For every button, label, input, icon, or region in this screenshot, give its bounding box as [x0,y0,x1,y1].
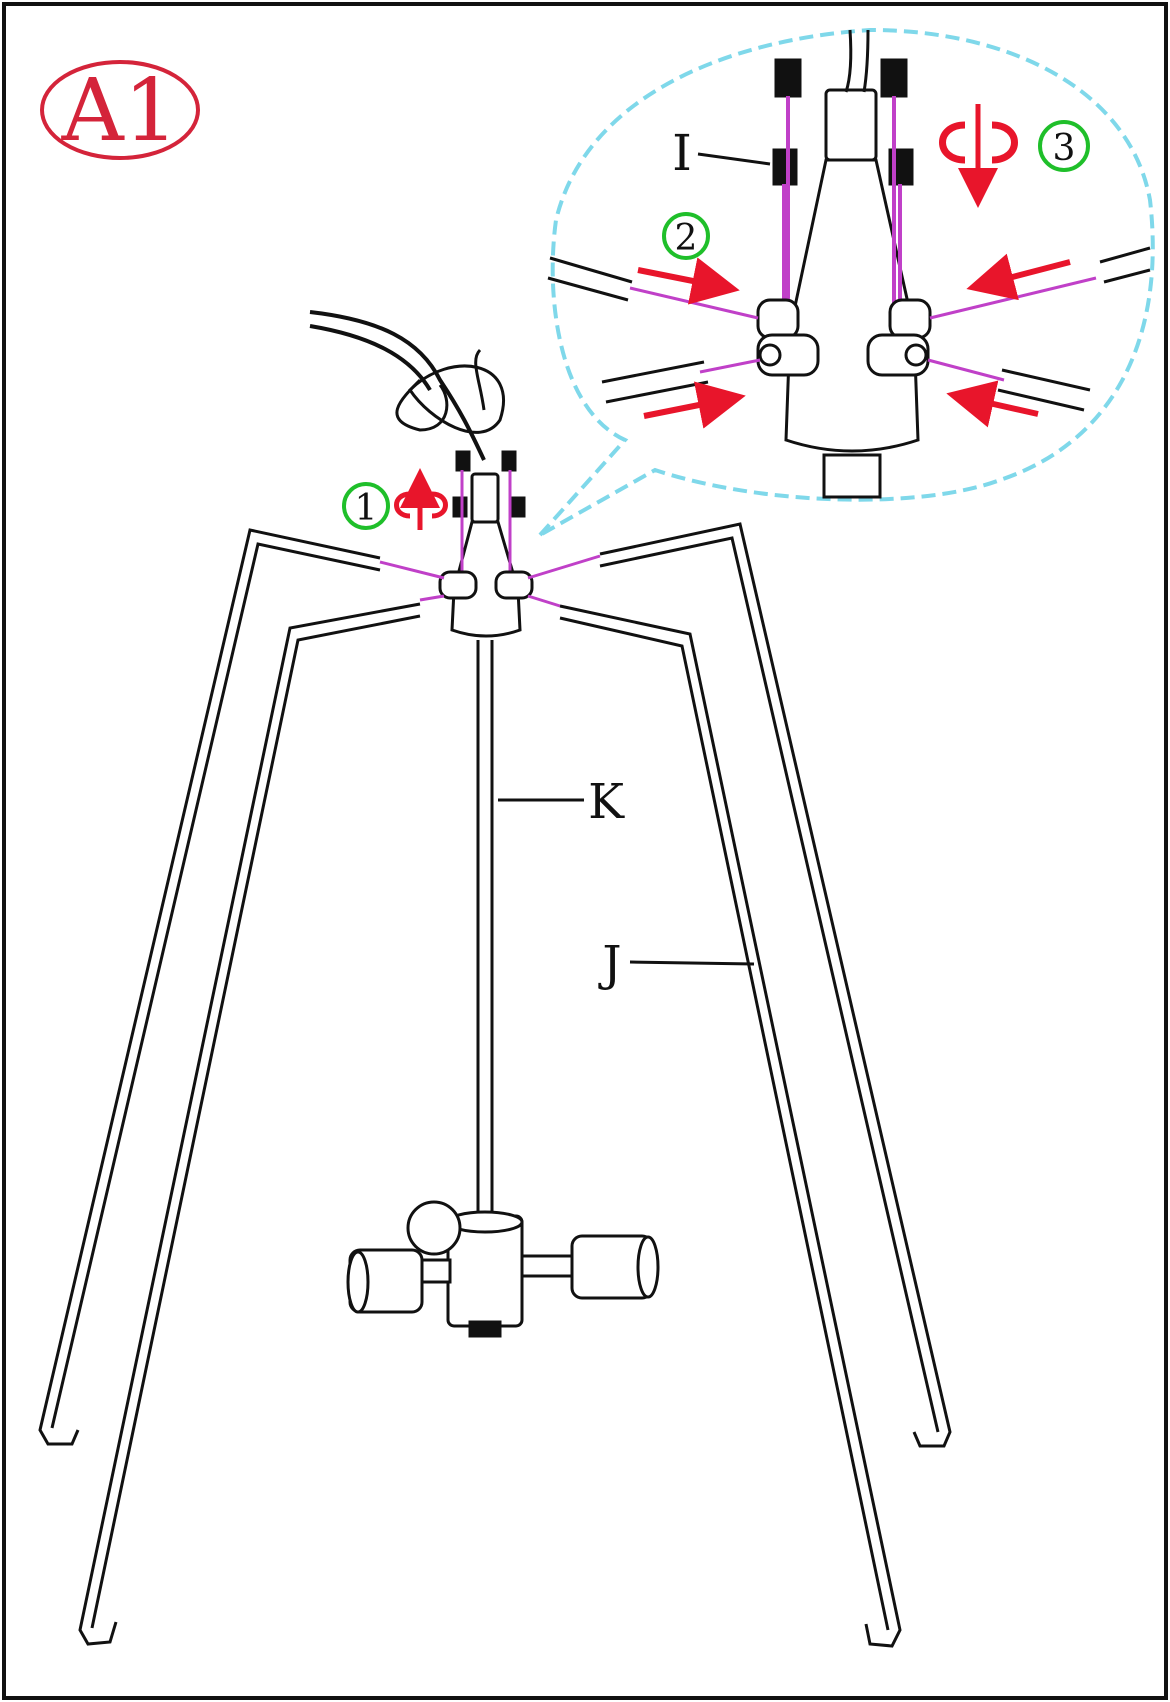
bolt-head-icon [774,58,802,98]
hub-collar [824,88,878,162]
main-hub-collar [470,472,500,524]
bolt-head-icon [501,450,517,472]
bolt-head-icon [455,450,471,472]
label-arm-J: J [597,936,621,992]
label-screw-I: I [672,124,692,182]
step-badge-ring [40,60,200,160]
bolt-head-icon [510,496,526,518]
main-fixture [38,310,952,1648]
arm-J [599,522,952,1448]
step-2-marker: 2 [662,212,710,260]
hub-thread [822,453,882,499]
step-badge-text: A1 [61,61,179,161]
label-rod-K: K [588,774,625,830]
step-2-number: 2 [675,218,698,259]
zoom-detail-bubble [538,27,1155,537]
rotate-arrows-icon [394,468,448,530]
arm-J [559,604,902,1648]
zoom-bubble-outline [538,27,1155,537]
hub-detail [547,29,1151,499]
step-1-number: 1 [355,488,378,529]
bolt-head-icon [452,496,468,518]
step-3-marker: 3 [1038,120,1090,172]
bolt-head-icon [880,58,908,98]
arm-J [78,602,421,1646]
hub-cone [784,158,920,453]
main-hub-cone [450,520,522,638]
arm-J [38,528,381,1446]
step-3-number: 3 [1053,128,1076,169]
step-1-marker: 1 [342,482,390,530]
bolt-head-icon [772,148,798,186]
step-badge: A1 [40,60,200,161]
